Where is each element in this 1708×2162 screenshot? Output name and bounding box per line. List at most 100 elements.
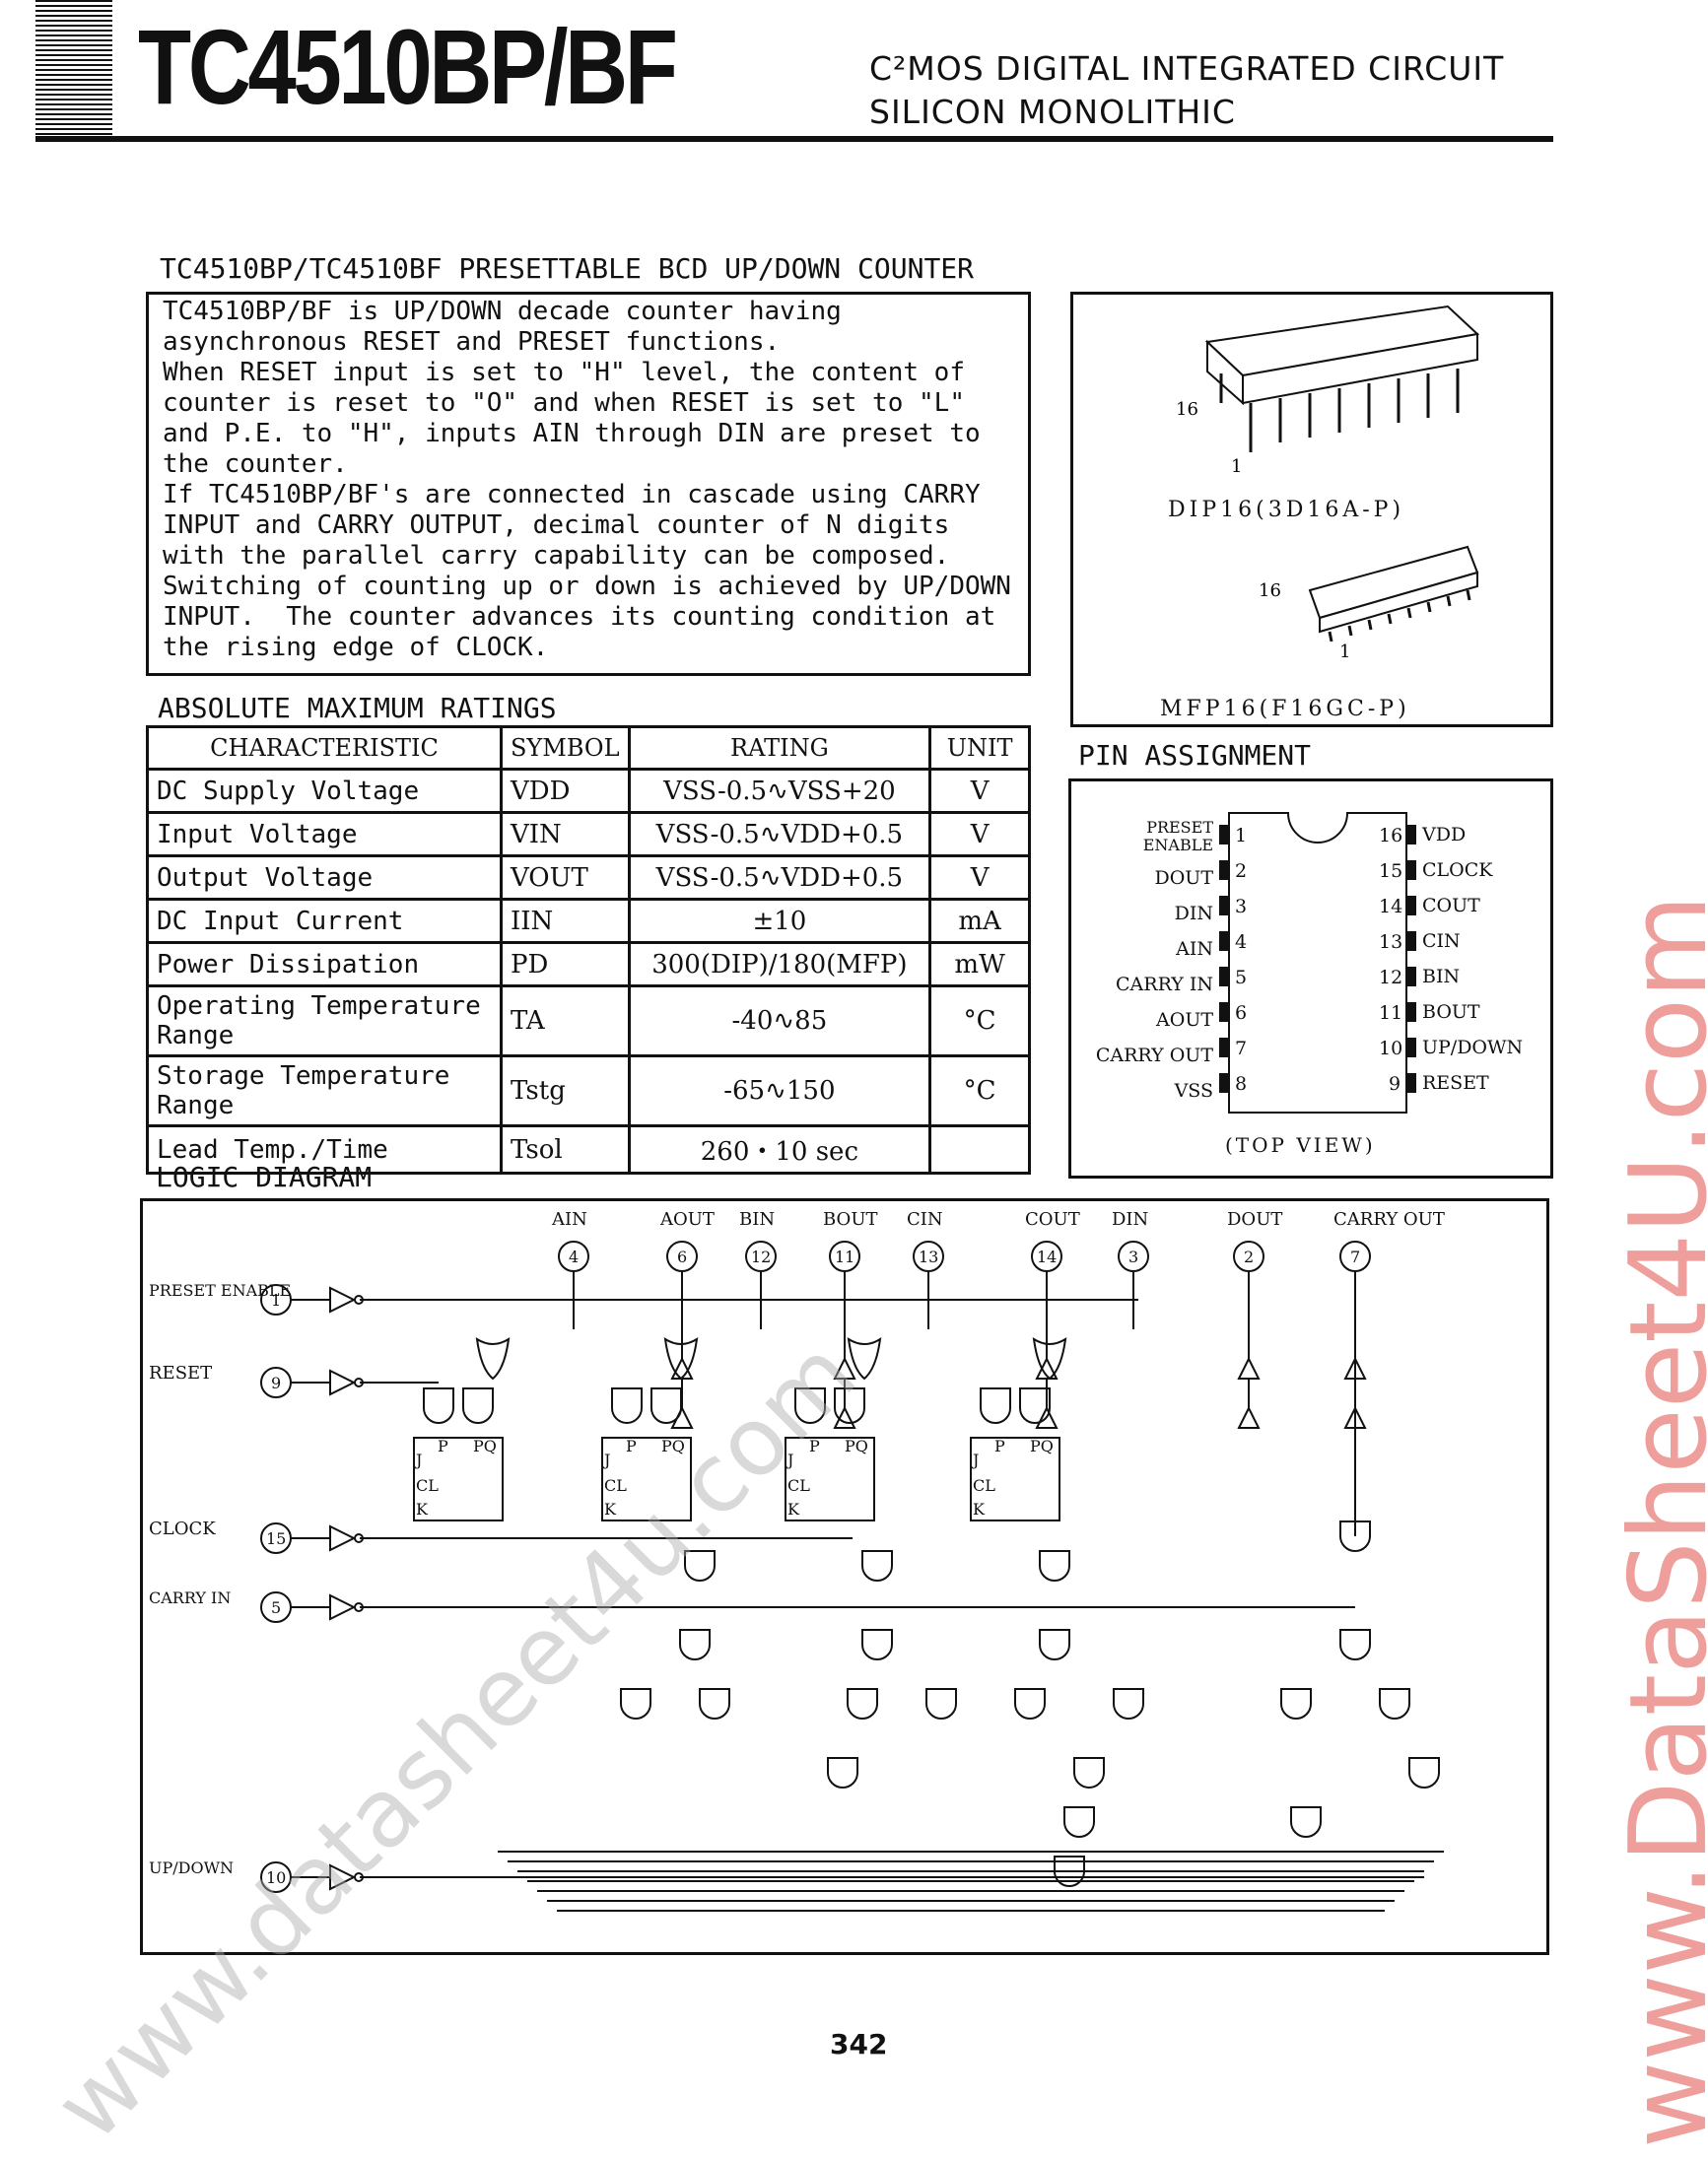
logic-diagram-schematic: AIN4AOUT6BIN12BOUT11CIN13COUT14DIN3DOUT2… <box>149 1209 1445 1912</box>
header-rating: RATING <box>627 725 932 771</box>
pin-name-left: DIN <box>1174 903 1213 924</box>
dip16-package-illustration <box>1204 304 1480 452</box>
pin-number: 11 <box>1379 1002 1403 1024</box>
top-pin-number: 7 <box>1350 1248 1360 1266</box>
or-gate <box>475 1337 511 1381</box>
pin-number: 15 <box>1379 860 1403 882</box>
pin-name-right: VDD <box>1422 824 1467 845</box>
ff-pq-label: P̄Q <box>661 1435 685 1455</box>
buffer-gate <box>833 1405 856 1429</box>
ff-cl-label: CL <box>973 1476 995 1495</box>
and-gate <box>1039 1629 1070 1660</box>
ic-pinout-drawing <box>1219 812 1416 1114</box>
description-line: Switching of counting up or down is achi… <box>163 572 1011 601</box>
unit-cell: V <box>928 768 1031 814</box>
rating-cell: -65∿150 <box>627 1054 932 1127</box>
ff-k-label: K <box>973 1500 986 1519</box>
ff-cl-label: CL <box>787 1476 810 1495</box>
description-line: asynchronous RESET and PRESET functions. <box>163 327 781 357</box>
dip-pin16-label: 16 <box>1176 399 1198 420</box>
package-drawings: 16 1 16 1 <box>1176 304 1480 662</box>
header-unit: UNIT <box>928 725 1031 771</box>
and-gate <box>1019 1387 1051 1424</box>
and-gate <box>827 1757 858 1789</box>
rating-cell: VSS-0.5∿VDD+0.5 <box>627 811 932 857</box>
symbol-cell: TA <box>499 984 631 1057</box>
pin-number: 4 <box>1235 931 1248 953</box>
left-pin-number: 9 <box>271 1374 281 1392</box>
pin-number: 2 <box>1235 860 1248 882</box>
pin-name-left: AIN <box>1176 938 1213 960</box>
ff-pq-label: P̄Q <box>473 1435 497 1455</box>
description-line: If TC4510BP/BF's are connected in cascad… <box>163 480 981 509</box>
characteristic-cell: Lead Temp./Time <box>146 1124 503 1175</box>
ff-j-label: J <box>971 1451 979 1469</box>
jk-flip-flop <box>413 1437 504 1521</box>
left-pin-label: CARRY IN <box>149 1588 231 1607</box>
unit-cell: mW <box>928 941 1031 987</box>
symbol-cell: IIN <box>499 898 631 944</box>
left-pin-label: CLOCK <box>149 1519 216 1539</box>
description-line: INPUT and CARRY OUTPUT, decimal counter … <box>163 510 950 540</box>
symbol-cell: Tsol <box>499 1124 631 1175</box>
and-gate <box>1339 1520 1371 1552</box>
or-gate <box>1032 1337 1067 1381</box>
ff-cl-label: CL <box>604 1476 627 1495</box>
buffer-gate <box>1035 1405 1059 1429</box>
pin-number: 5 <box>1235 967 1248 988</box>
ic-body <box>1228 812 1407 1114</box>
pin-number: 8 <box>1235 1073 1248 1095</box>
symbol-cell: VDD <box>499 768 631 814</box>
characteristic-cell: DC Input Current <box>146 898 503 944</box>
left-pin-number: 10 <box>266 1868 286 1887</box>
and-gate <box>462 1387 494 1424</box>
pin-number: 13 <box>1379 931 1403 953</box>
symbol-cell: VOUT <box>499 854 631 901</box>
and-gate <box>679 1629 711 1660</box>
top-pin-label: DOUT <box>1227 1209 1282 1230</box>
ff-k-label: K <box>416 1500 429 1519</box>
ff-p-label: P <box>994 1437 1005 1455</box>
and-gate <box>980 1387 1011 1424</box>
and-gate <box>1039 1550 1070 1582</box>
ff-p-label: P <box>626 1437 637 1455</box>
left-pin-label: UP/DOWN <box>149 1858 234 1877</box>
top-pin-label: CIN <box>907 1209 943 1230</box>
header-hatch-logo <box>35 0 112 140</box>
top-pin-number: 14 <box>1037 1248 1057 1266</box>
mfp-pin1-label: 1 <box>1339 642 1350 662</box>
pin-name-left: AOUT <box>1156 1009 1213 1031</box>
and-gate <box>1290 1806 1322 1838</box>
table-row: Storage Temperature Range Tstg -65∿150 °… <box>146 1054 1031 1127</box>
subtitle-line2: SILICON MONOLITHIC <box>869 93 1236 131</box>
ff-j-label: J <box>414 1451 422 1469</box>
page-title: TC4510BP/BF <box>138 7 678 126</box>
ff-j-label: J <box>602 1451 610 1469</box>
unit-cell: °C <box>928 984 1031 1057</box>
inverter-gate <box>329 1524 357 1552</box>
rating-cell: 300(DIP)/180(MFP) <box>627 941 932 987</box>
logic-diagram-title: LOGIC DIAGRAM <box>156 1161 373 1193</box>
pin-number: 6 <box>1235 1002 1248 1024</box>
subtitle-line1: C²MOS DIGITAL INTEGRATED CIRCUIT <box>869 49 1505 88</box>
pin-name-left: CARRY IN <box>1116 974 1213 995</box>
and-gate <box>1280 1688 1312 1720</box>
top-pin-label: BIN <box>739 1209 775 1230</box>
pin-name-right: CIN <box>1422 930 1461 952</box>
package-box: 16 1 16 1 DIP16(3D16A-P) MFP16(F16GC-P) <box>1070 292 1553 727</box>
unit-cell: V <box>928 854 1031 901</box>
characteristic-cell: Operating Temperature Range <box>146 984 503 1057</box>
and-gate <box>1408 1757 1440 1789</box>
top-pin-label: AOUT <box>659 1209 715 1230</box>
header-symbol: SYMBOL <box>499 725 631 771</box>
rating-cell: -40∿85 <box>627 984 932 1057</box>
pin-number: 3 <box>1235 896 1248 917</box>
and-gate <box>684 1550 716 1582</box>
pin-number: 9 <box>1389 1073 1401 1095</box>
left-pin-number: 5 <box>271 1598 281 1617</box>
pin-name-left: PRESET ENABLE <box>1142 818 1213 854</box>
ff-cl-label: CL <box>416 1476 439 1495</box>
and-gate <box>1113 1688 1144 1720</box>
header-characteristic: CHARACTERISTIC <box>146 725 503 771</box>
pin-name-right: COUT <box>1422 895 1480 916</box>
